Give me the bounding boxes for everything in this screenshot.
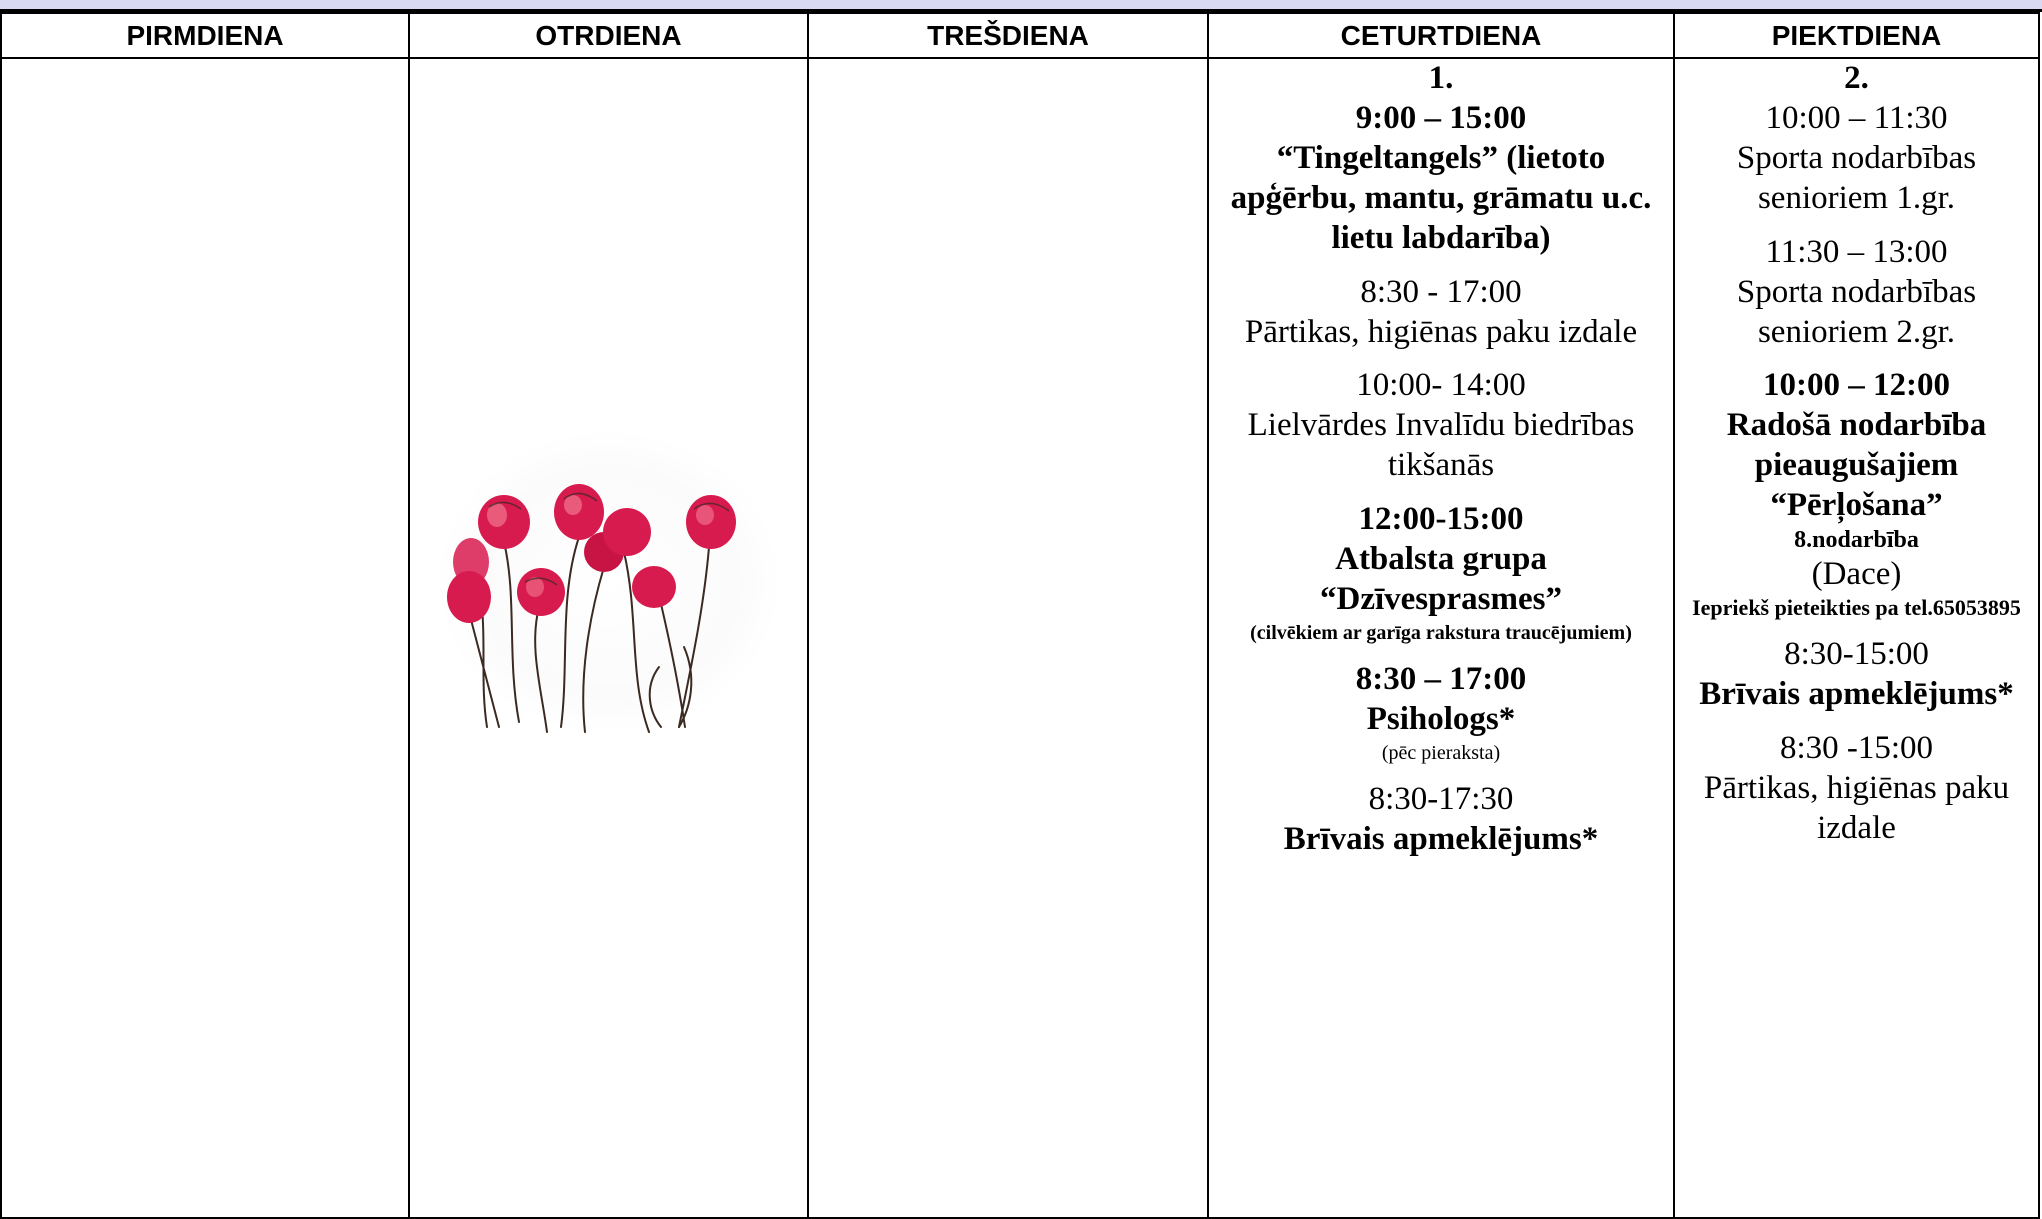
weekly-schedule-table: PIRMDIENA OTRDIENA TREŠDIENA CETURTDIENA… (0, 12, 2040, 1219)
tulips-illustration (436, 430, 781, 734)
day-header-friday: PIEKTDIENA (1673, 12, 2040, 59)
thursday-date: 1. (1428, 60, 1454, 96)
day-content-row: 1. 9:00 – 15:00 “Tingeltangels” (lietoto… (0, 57, 2040, 1219)
event-time: 8:30-15:00 (1784, 636, 1929, 673)
event-time: 8:30-17:30 (1368, 780, 1514, 817)
event-leader: (Dace) (1811, 555, 1902, 592)
event-title: Atbalsta grupa “Dzīvesprasmes” (1320, 541, 1562, 618)
event-time: 8:30 -15:00 (1779, 730, 1934, 767)
friday-date: 2. (1844, 60, 1869, 96)
event-text: Sporta nodarbības senioriem 1.gr. (1736, 139, 1977, 216)
event-title: Brīvais apmeklējums* (1699, 676, 2014, 713)
event-time: 10:00 – 12:00 (1763, 367, 1950, 404)
event-title: Radošā nodarbība pieaugušajiem “Pērļošan… (1726, 407, 1987, 524)
event-text: Sporta nodarbības senioriem 2.gr. (1736, 273, 1977, 350)
event-note: (cilvēkiem ar garīga rakstura traucējumi… (1250, 621, 1632, 644)
event-note: Iepriekš pieteikties pa tel.65053895 (1692, 594, 2021, 620)
event-time: 10:00- 14:00 (1356, 367, 1526, 404)
event-text: Pārtikas, higiēnas paku izdale (1703, 770, 2010, 846)
event-title: “Tingeltangels” (lietoto apģērbu, mantu,… (1230, 139, 1652, 256)
event-time: 9:00 – 15:00 (1355, 99, 1527, 136)
day-header-monday: PIRMDIENA (0, 12, 410, 59)
day-header-thursday: CETURTDIENA (1207, 12, 1675, 59)
event-note: (pēc pieraksta) (1381, 741, 1501, 764)
friday-cell: 2. 10:00 – 11:30 Sporta nodarbības senio… (1673, 57, 2040, 1219)
event-text: Pārtikas, higiēnas paku izdale (1244, 313, 1638, 350)
event-time: 8:30 - 17:00 (1360, 273, 1522, 310)
event-time: 8:30 – 17:00 (1355, 660, 1527, 697)
event-time: 10:00 – 11:30 (1765, 99, 1948, 136)
thursday-cell: 1. 9:00 – 15:00 “Tingeltangels” (lietoto… (1207, 57, 1675, 1219)
tuesday-cell (408, 57, 809, 1219)
day-header-row: PIRMDIENA OTRDIENA TREŠDIENA CETURTDIENA… (0, 12, 2040, 59)
event-title: Brīvais apmeklējums* (1283, 820, 1599, 857)
event-text: Lielvārdes Invalīdu biedrības tikšanās (1247, 407, 1635, 484)
event-time: 12:00-15:00 (1358, 501, 1524, 538)
day-header-wednesday: TREŠDIENA (807, 12, 1209, 59)
monday-cell (0, 57, 410, 1219)
event-title: Psihologs* (1366, 700, 1516, 737)
header-band (0, 0, 2042, 12)
event-time: 11:30 – 13:00 (1765, 233, 1948, 270)
event-session: 8.nodarbība (1794, 527, 1919, 554)
day-header-tuesday: OTRDIENA (408, 12, 809, 59)
wednesday-cell (807, 57, 1209, 1219)
